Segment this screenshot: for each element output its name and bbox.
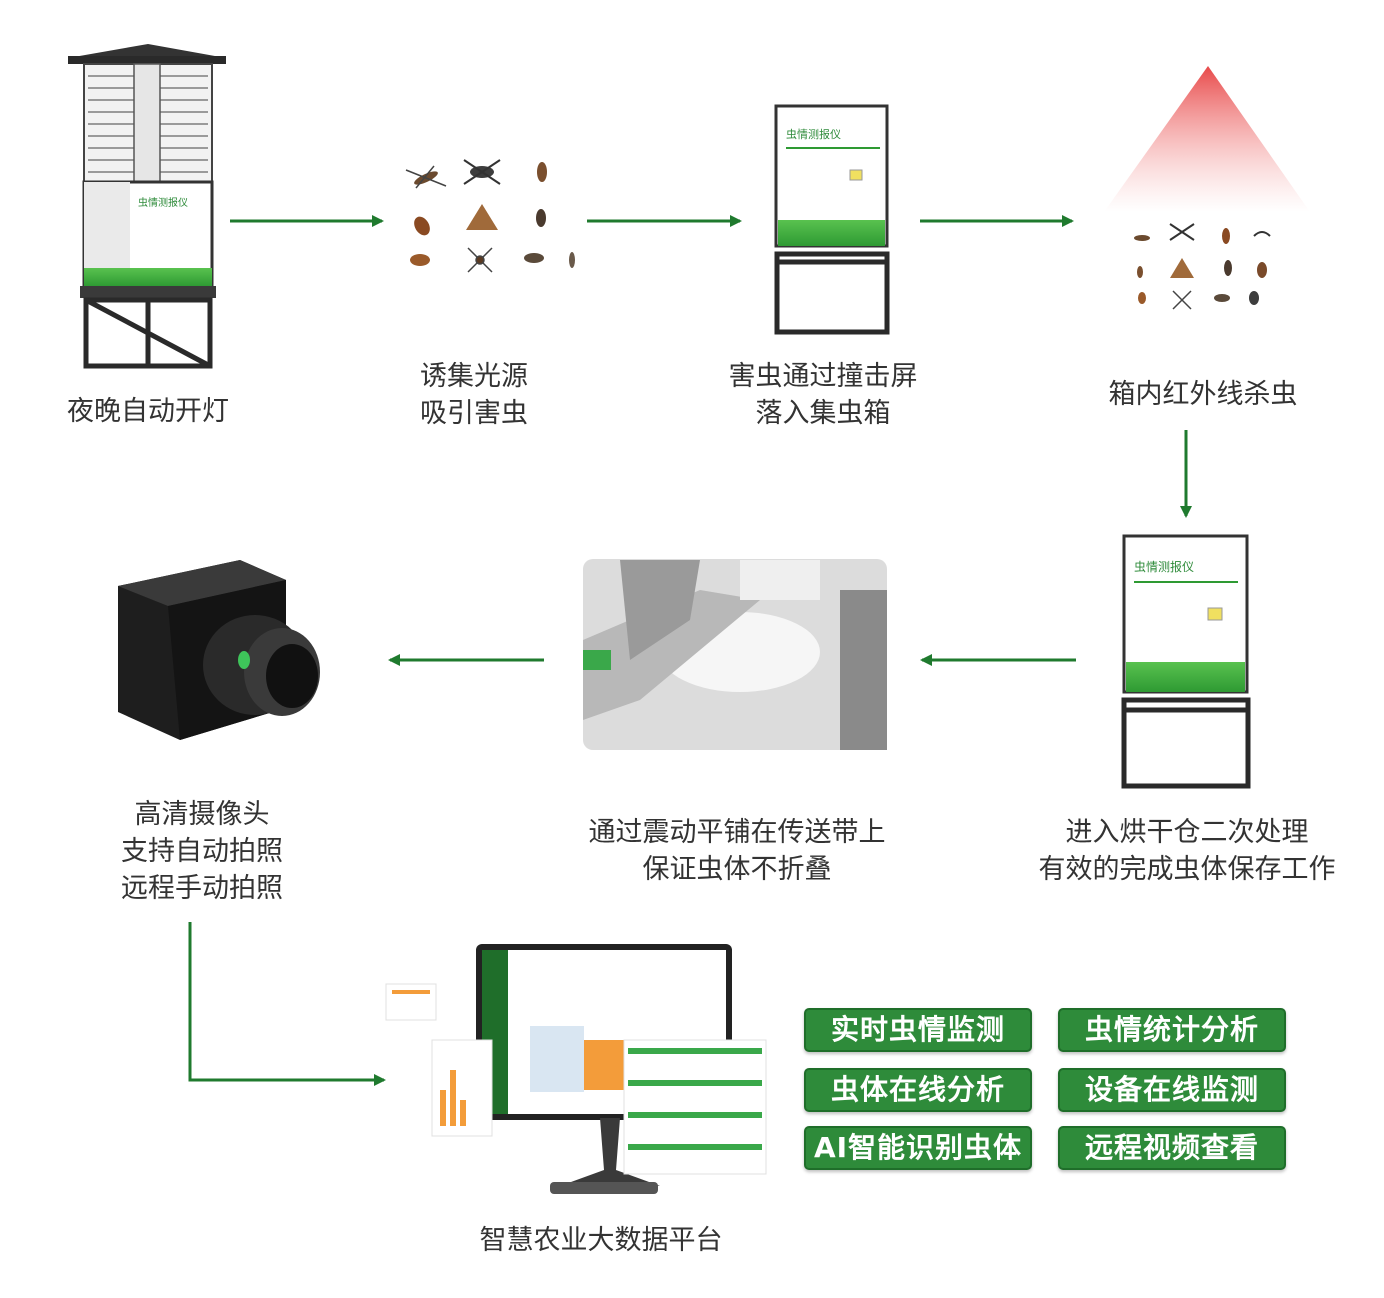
step1-caption: 夜晚自动开灯 xyxy=(40,393,256,430)
feature-badge: AI智能识别虫体 xyxy=(804,1126,1032,1170)
step4-caption: 箱内红外线杀虫 xyxy=(1078,376,1328,413)
feature-badge: 实时虫情监测 xyxy=(804,1008,1032,1052)
caption-line: 高清摄像头 xyxy=(134,799,270,830)
caption-line: 有效的完成虫体保存工作 xyxy=(1038,854,1336,885)
step2-caption: 诱集光源 吸引害虫 xyxy=(374,358,574,432)
step3-caption: 害虫通过撞击屏 落入集虫箱 xyxy=(696,358,950,432)
dashboard-monitor-image xyxy=(385,944,767,1194)
infrared-kill-image xyxy=(1104,66,1310,310)
device-label-tower: 虫情测报仪 xyxy=(138,198,188,209)
caption-line: 进入烘干仓二次处理 xyxy=(1065,817,1309,848)
caption-line: 智慧农业大数据平台 xyxy=(479,1225,723,1256)
flow-arrows xyxy=(188,215,1192,1086)
caption-line: 支持自动拍照 xyxy=(121,836,283,867)
conveyor-belt-image xyxy=(583,559,887,750)
caption-line: 保证虫体不折叠 xyxy=(642,854,832,885)
feature-badge: 设备在线监测 xyxy=(1058,1068,1286,1112)
feature-badge: 虫情统计分析 xyxy=(1058,1008,1286,1052)
device-label-dryer: 虫情测报仪 xyxy=(1134,560,1195,574)
collection-box-image xyxy=(774,104,890,335)
lamp-tower-image xyxy=(68,44,226,369)
feature-badge: 远程视频查看 xyxy=(1058,1126,1286,1170)
drying-chamber-image xyxy=(1121,534,1251,789)
caption-line: 诱集光源 xyxy=(420,361,528,392)
caption-line: 箱内红外线杀虫 xyxy=(1108,379,1298,410)
caption-line: 害虫通过撞击屏 xyxy=(728,361,918,392)
caption-line: 夜晚自动开灯 xyxy=(67,396,229,427)
hd-camera-image xyxy=(118,560,320,740)
step5-caption: 进入烘干仓二次处理 有效的完成虫体保存工作 xyxy=(1004,814,1370,888)
caption-line: 通过震动平铺在传送带上 xyxy=(588,817,886,848)
arrow-step7-to-step8 xyxy=(188,922,386,1086)
caption-line: 落入集虫箱 xyxy=(755,398,891,429)
caption-line: 远程手动拍照 xyxy=(121,873,283,904)
caption-line: 吸引害虫 xyxy=(420,398,528,429)
device-label-box: 虫情测报仪 xyxy=(786,128,841,141)
step7-caption: 高清摄像头 支持自动拍照 远程手动拍照 xyxy=(92,796,312,907)
insects-image xyxy=(405,159,575,273)
feature-badge: 虫体在线分析 xyxy=(804,1068,1032,1112)
step6-caption: 通过震动平铺在传送带上 保证虫体不折叠 xyxy=(540,814,934,888)
step8-caption: 智慧农业大数据平台 xyxy=(446,1222,756,1259)
